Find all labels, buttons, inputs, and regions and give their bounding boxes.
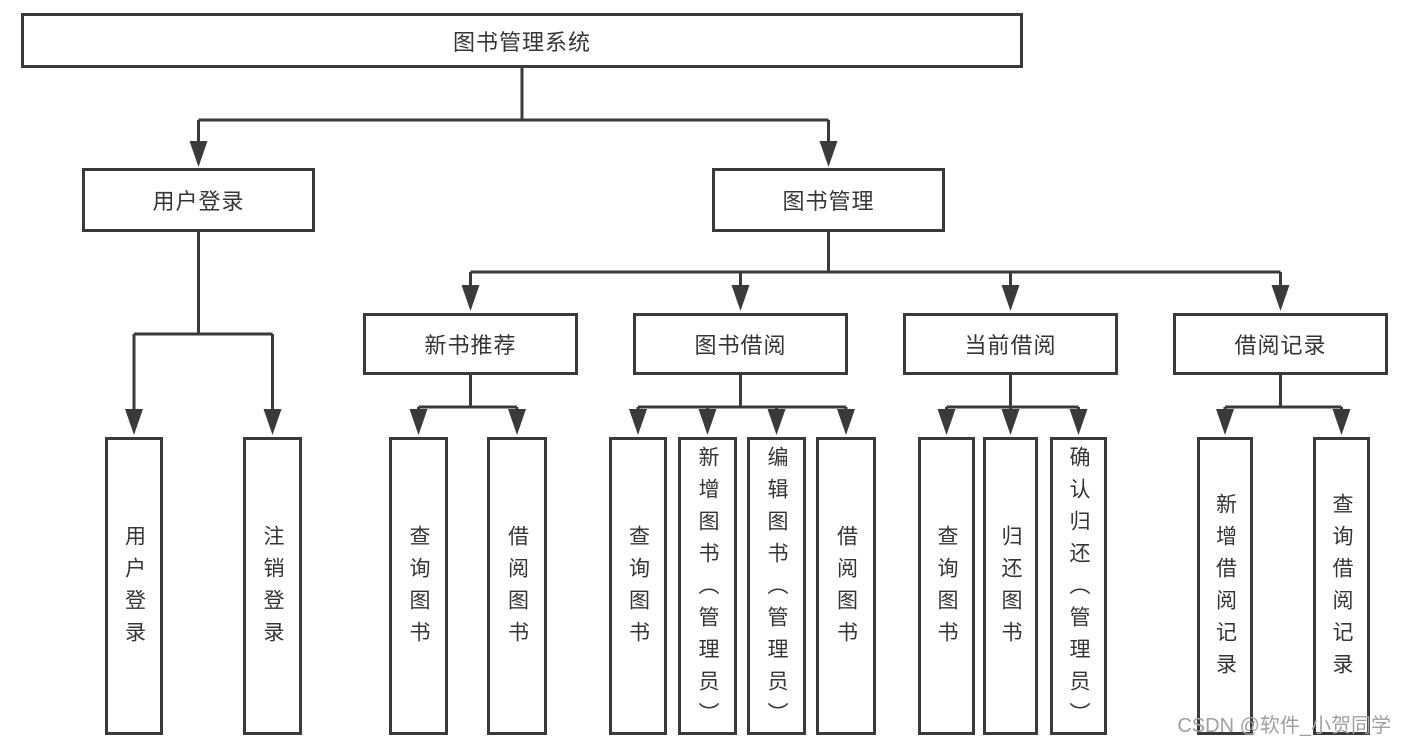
connector-recommend-to-leaves [417, 375, 519, 412]
connector-root-to-level1 [197, 68, 830, 143]
connector-login-to-leaves [132, 232, 274, 411]
leaf-edit-book-admin: 编辑图书（管理员） [747, 437, 806, 735]
leaf-return-books: 归还图书 [983, 437, 1038, 735]
leaf-query-borrow-record: 查询借阅记录 [1313, 437, 1370, 735]
node-current-borrowing: 当前借阅 [903, 313, 1118, 375]
connector-current-to-leaves [945, 375, 1080, 412]
node-library-management-system: 图书管理系统 [21, 13, 1023, 68]
leaf-borrow-books-recommend: 借阅图书 [487, 437, 547, 735]
csdn-watermark: CSDN @软件_小贺同学 [1177, 715, 1391, 737]
leaf-add-book-admin: 新增图书（管理员） [678, 437, 737, 735]
leaf-add-borrow-record: 新增借阅记录 [1197, 437, 1253, 735]
connector-bookmgmt-to-level2 [469, 232, 1282, 288]
node-book-borrowing: 图书借阅 [633, 313, 848, 375]
connector-borrow-to-leaves [636, 375, 848, 412]
leaf-query-books-current: 查询图书 [918, 437, 975, 735]
connector-records-to-leaves [1223, 375, 1343, 412]
leaf-user-login: 用户登录 [105, 437, 163, 735]
leaf-query-books-recommend: 查询图书 [389, 437, 448, 735]
node-borrowing-records: 借阅记录 [1173, 313, 1388, 375]
leaf-borrow-books: 借阅图书 [816, 437, 876, 735]
leaf-query-books-borrow: 查询图书 [609, 437, 667, 735]
arrowheads [125, 141, 1351, 435]
leaf-logout: 注销登录 [243, 437, 302, 735]
leaf-confirm-return-admin: 确认归还（管理员） [1050, 437, 1107, 735]
node-user-login: 用户登录 [82, 168, 315, 232]
node-book-management: 图书管理 [712, 168, 945, 232]
node-new-book-recommendation: 新书推荐 [363, 313, 578, 375]
